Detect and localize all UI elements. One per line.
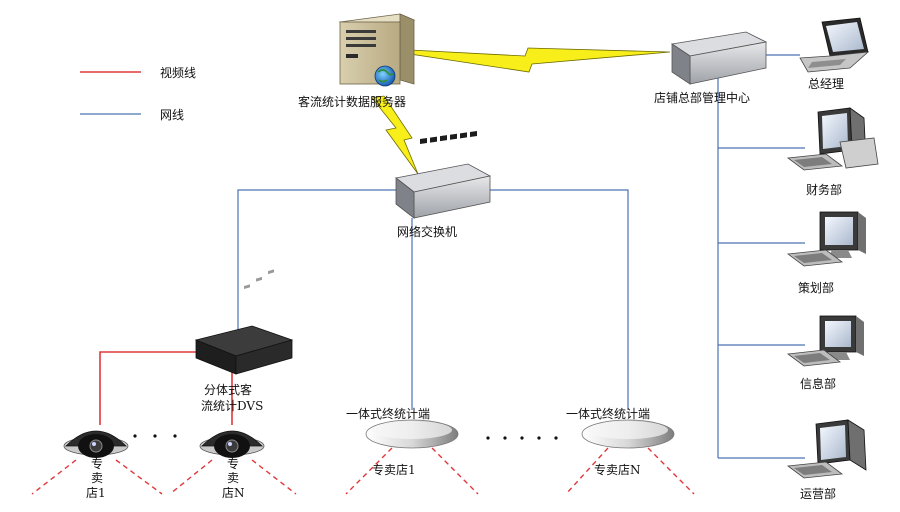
store-terminal-1-label: 专卖店1 [372, 462, 416, 477]
store-1-label-line1: 专 [91, 456, 103, 471]
store-n-label-line3: 店N [222, 486, 245, 500]
network-switch [395, 130, 492, 219]
planning-label: 策划部 [798, 280, 834, 295]
terminal-left-cone-left [345, 447, 393, 495]
gm-label: 总经理 [808, 77, 844, 91]
switch-label: 网络交换机 [397, 224, 457, 239]
finance-label: 财务部 [806, 182, 842, 197]
desktop-computer-icon [786, 107, 879, 171]
server-label: 客流统计数据服务器 [298, 94, 406, 109]
ellipsis-dots-terminals [486, 436, 558, 440]
terminal-left [365, 419, 459, 449]
link-dvs-camera-1 [99, 351, 196, 425]
desktop-computer-icon [786, 419, 867, 479]
laptop-icon [799, 17, 870, 73]
store-n-label-line2: 卖 [227, 471, 239, 485]
hq-label: 店铺总部管理中心 [654, 90, 750, 105]
camera-1-cone-right [115, 459, 163, 495]
wireless-link-server-hq [409, 47, 671, 73]
operations-label: 运营部 [800, 486, 836, 501]
globe-icon [374, 65, 396, 87]
camera-n [199, 430, 265, 458]
wireless-link-server-switch [371, 95, 419, 175]
camera-n-cone-right [251, 459, 297, 495]
terminal-right-label: 一体式终统计端 [566, 406, 650, 421]
ellipsis-dots-cameras [133, 434, 177, 438]
info-label: 信息部 [800, 376, 836, 391]
legend-video-label: 视频线 [160, 65, 196, 80]
terminal-right-cone-left [565, 447, 609, 495]
terminal-left-cone-right [431, 447, 479, 495]
legend-network-label: 网线 [160, 108, 184, 122]
terminal-right-cone-right [647, 447, 695, 495]
camera-1-cone-left [31, 459, 77, 495]
link-switch-dvs [237, 189, 398, 330]
terminal-left-label: 一体式终统计端 [346, 406, 430, 421]
store-terminal-n-label: 专卖店N [594, 462, 641, 477]
dvs-box [194, 269, 294, 375]
network-lines [237, 54, 805, 459]
monitor-icon [786, 315, 864, 367]
hq-switch [670, 31, 768, 85]
monitor-icon [786, 211, 866, 267]
store-n-label-line1: 专 [227, 456, 239, 471]
link-switch-terminal-right [488, 189, 629, 410]
store-1-label-line2: 卖 [91, 471, 103, 485]
store-1-label-line3: 店1 [86, 486, 106, 500]
terminal-right [581, 419, 675, 449]
legend: 视频线 网线 [80, 65, 196, 122]
dvs-label-line1: 分体式客 [204, 382, 252, 397]
camera-1 [63, 430, 129, 458]
data-server [338, 13, 416, 87]
dvs-label-line2: 流统计DVS [201, 399, 263, 413]
camera-n-cone-left [169, 459, 213, 495]
